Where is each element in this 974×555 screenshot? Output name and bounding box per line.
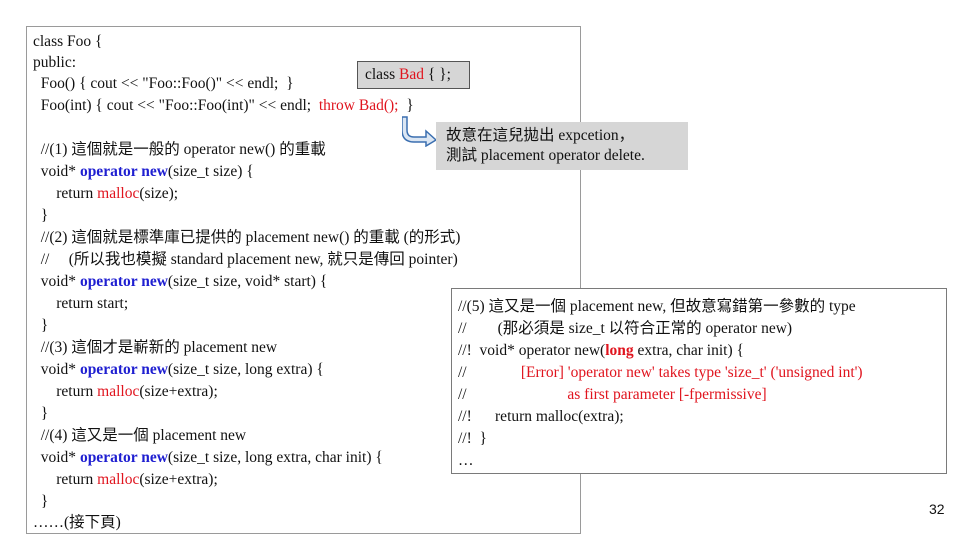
continued-next-page: ……(接下頁) bbox=[33, 514, 121, 531]
code-text: void* bbox=[33, 273, 80, 290]
code-line-3: Foo() { cout << "Foo::Foo()" << endl; } bbox=[33, 75, 294, 92]
malloc-call: malloc bbox=[97, 185, 140, 202]
box5-line-3: //! void* operator new(long extra, char … bbox=[458, 341, 744, 361]
code-text: (size_t size) { bbox=[167, 163, 254, 180]
code-text: extra, char init) { bbox=[633, 342, 744, 359]
code-text: (size_t size, void* start) { bbox=[167, 273, 328, 290]
code-text: void* bbox=[33, 163, 80, 180]
bad-class-name: Bad bbox=[399, 66, 424, 83]
code-line-6: void* operator new(size_t size) { bbox=[33, 162, 254, 182]
throw-bad-text: throw Bad(); bbox=[318, 97, 399, 114]
exception-note-callout: 故意在這兒拋出 expcetion， 測試 placement operator… bbox=[436, 122, 688, 170]
code-text: (size+extra); bbox=[139, 471, 218, 488]
error-message-cont: as first parameter [-fpermissive] bbox=[567, 386, 767, 403]
note-line-1: 故意在這兒拋出 expcetion， bbox=[446, 127, 635, 144]
callout-text: class bbox=[365, 66, 400, 83]
code-text: return bbox=[33, 383, 98, 400]
code-text: void* bbox=[33, 361, 80, 378]
long-keyword: long bbox=[605, 342, 634, 359]
code-line-12: return start; bbox=[33, 295, 129, 312]
code-line-11: void* operator new(size_t size, void* st… bbox=[33, 272, 328, 292]
code-text: //! void* operator new( bbox=[458, 342, 606, 359]
code-line-16: return malloc(size+extra); bbox=[33, 382, 218, 402]
code-text: void* bbox=[33, 449, 80, 466]
class-bad-callout: class Bad { }; bbox=[357, 61, 470, 89]
code-text: Foo(int) { cout << "Foo::Foo(int)" << en… bbox=[33, 97, 319, 114]
page-number: 32 bbox=[929, 501, 945, 517]
box5-line-8: … bbox=[458, 452, 474, 469]
code-text: (size+extra); bbox=[139, 383, 218, 400]
code-comment-1: //(1) 這個就是一般的 operator new() 的重載 bbox=[33, 141, 326, 158]
code-line-15: void* operator new(size_t size, long ext… bbox=[33, 360, 324, 380]
code-comment-4: //(4) 這又是一個 placement new bbox=[33, 427, 247, 444]
code-text: // bbox=[458, 364, 521, 381]
code-line-1: class Foo { bbox=[33, 33, 103, 50]
note-line-2: 測試 placement operator delete. bbox=[446, 147, 645, 164]
code-line-19: void* operator new(size_t size, long ext… bbox=[33, 448, 383, 468]
callout-text: { }; bbox=[423, 66, 451, 83]
code-line-8: } bbox=[33, 207, 49, 224]
code-line-4: Foo(int) { cout << "Foo::Foo(int)" << en… bbox=[33, 96, 414, 116]
box5-line-6: //! return malloc(extra); bbox=[458, 408, 624, 425]
code-text: // bbox=[458, 386, 568, 403]
code-line-20: return malloc(size+extra); bbox=[33, 470, 218, 490]
code-line-7: return malloc(size); bbox=[33, 184, 178, 204]
operator-new-keyword: operator new bbox=[79, 449, 168, 466]
wrong-placement-new-box bbox=[451, 288, 947, 474]
malloc-call: malloc bbox=[97, 471, 140, 488]
code-line-13: } bbox=[33, 317, 49, 334]
box5-line-2: // (那必須是 size_t 以符合正常的 operator new) bbox=[458, 320, 793, 337]
operator-new-keyword: operator new bbox=[79, 273, 168, 290]
code-line-2: public: bbox=[33, 54, 77, 71]
box5-line-1: //(5) 這又是一個 placement new, 但故意寫錯第一參數的 ty… bbox=[458, 298, 856, 315]
operator-new-keyword: operator new bbox=[79, 361, 168, 378]
operator-new-keyword: operator new bbox=[79, 163, 168, 180]
code-text: (size_t size, long extra) { bbox=[167, 361, 324, 378]
code-text: return bbox=[33, 471, 98, 488]
error-message: [Error] 'operator new' takes type 'size_… bbox=[520, 364, 863, 381]
box5-line-5: // as first parameter [-fpermissive] bbox=[458, 385, 767, 405]
malloc-call: malloc bbox=[97, 383, 140, 400]
code-line-17: } bbox=[33, 405, 49, 422]
code-comment-2b: // (所以我也模擬 standard placement new, 就只是傳回… bbox=[33, 251, 458, 268]
box5-line-7: //! } bbox=[458, 430, 487, 447]
code-text: } bbox=[398, 97, 414, 114]
box5-line-4: // [Error] 'operator new' takes type 'si… bbox=[458, 363, 863, 383]
code-text: return bbox=[33, 185, 98, 202]
curved-arrow-icon bbox=[402, 116, 438, 147]
code-comment-3: //(3) 這個才是嶄新的 placement new bbox=[33, 339, 278, 356]
code-line-21: } bbox=[33, 493, 49, 510]
code-text: (size); bbox=[139, 185, 179, 202]
code-text: (size_t size, long extra, char init) { bbox=[167, 449, 383, 466]
code-comment-2: //(2) 這個就是標準庫已提供的 placement new() 的重載 (的… bbox=[33, 229, 461, 246]
